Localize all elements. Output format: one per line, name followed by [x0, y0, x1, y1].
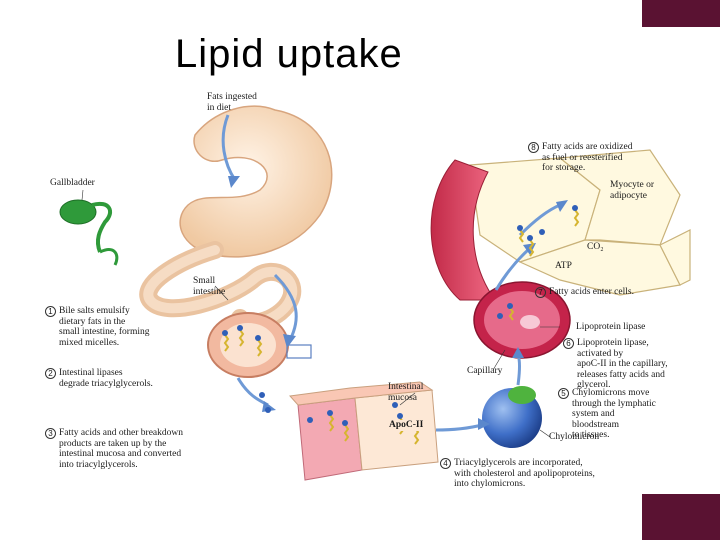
- step-5-text: Chylomicrons move through the lymphatic …: [572, 388, 656, 441]
- step-6-text: Lipoprotein lipase, activated by apoC-II…: [577, 338, 668, 391]
- label-intestinal-mucosa: Intestinal mucosa: [388, 382, 423, 403]
- step-7-number: 7: [535, 287, 546, 298]
- step-1-text: Bile salts emulsify dietary fats in the …: [59, 306, 150, 348]
- step-4-text: Triacylglycerols are incorporated, with …: [454, 458, 595, 490]
- step-6-number: 6: [563, 338, 574, 349]
- label-lipoprotein-lipase: Lipoprotein lipase: [576, 322, 645, 333]
- label-myocyte: Myocyte or adipocyte: [610, 180, 654, 201]
- label-atp: ATP: [555, 261, 572, 272]
- stomach: [180, 106, 332, 257]
- step-8-text: Fatty acids are oxidized as fuel or rees…: [542, 142, 632, 174]
- label-fats-ingested: Fats ingested in diet: [207, 92, 257, 113]
- step-2-text: Intestinal lipases degrade triacylglycer…: [59, 368, 153, 389]
- step-8-number: 8: [528, 142, 539, 153]
- step-1-number: 1: [45, 306, 56, 317]
- label-small-intestine: Small intestine: [193, 276, 225, 297]
- step-3-text: Fatty acids and other breakdown products…: [59, 428, 183, 470]
- step-7-text: Fatty acids enter cells.: [549, 287, 634, 298]
- detail-box: [287, 345, 311, 358]
- step-3-number: 3: [45, 428, 56, 439]
- label-gallbladder: Gallbladder: [50, 178, 95, 189]
- gallbladder: [60, 200, 96, 224]
- label-apoc-ii: ApoC-II: [389, 420, 423, 431]
- label-capillary: Capillary: [467, 366, 502, 377]
- step-4-number: 4: [440, 458, 451, 469]
- label-co2: CO₂: [587, 242, 604, 253]
- step-2-number: 2: [45, 368, 56, 379]
